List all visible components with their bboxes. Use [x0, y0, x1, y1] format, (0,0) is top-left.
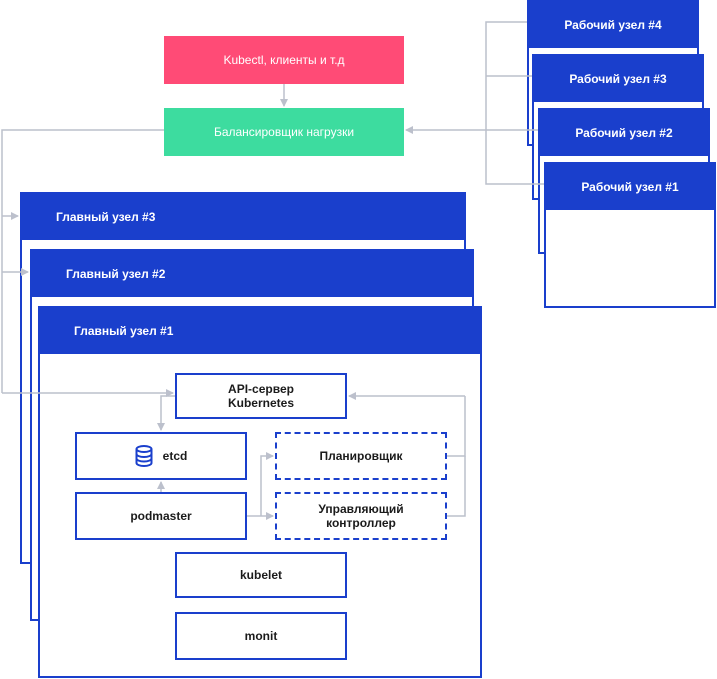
monit-label: monit [244, 629, 278, 643]
podmaster-label: podmaster [130, 509, 192, 523]
load-balancer-label: Балансировщик нагрузки [213, 125, 355, 139]
kubelet-box: kubelet [175, 552, 347, 598]
etcd-box: etcd [75, 432, 247, 480]
worker-node-1: Рабочий узел #1 [544, 162, 716, 308]
master-node-2-title: Главный узел #2 [32, 251, 472, 297]
controller-line1: Управляющий [318, 502, 404, 516]
worker-node-2-title: Рабочий узел #2 [540, 110, 708, 156]
clients-box: Kubectl, клиенты и т.д [164, 36, 404, 84]
monit-box: monit [175, 612, 347, 660]
worker-node-4-title: Рабочий узел #4 [529, 2, 697, 48]
scheduler-label: Планировщик [319, 449, 403, 463]
api-server-box: API-сервер Kubernetes [175, 373, 347, 419]
clients-label: Kubectl, клиенты и т.д [223, 53, 345, 67]
api-server-line2: Kubernetes [227, 396, 295, 410]
scheduler-box: Планировщик [275, 432, 447, 480]
master-node-3-title: Главный узел #3 [22, 194, 464, 240]
worker-node-1-title: Рабочий узел #1 [546, 164, 714, 210]
controller-manager-box: Управляющий контроллер [275, 492, 447, 540]
etcd-label: etcd [162, 449, 188, 463]
master-node-1-title: Главный узел #1 [40, 308, 480, 354]
kubelet-label: kubelet [239, 568, 282, 582]
api-server-line1: API-сервер [228, 382, 294, 396]
podmaster-box: podmaster [75, 492, 247, 540]
worker-node-3-title: Рабочий узел #3 [534, 56, 702, 102]
controller-line2: контроллер [326, 516, 396, 530]
database-icon [135, 445, 153, 467]
load-balancer-box: Балансировщик нагрузки [164, 108, 404, 156]
